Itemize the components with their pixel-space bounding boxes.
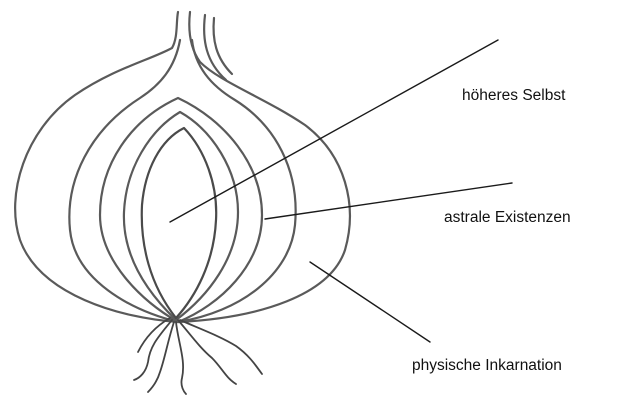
leader-line-physical-incarnation	[310, 262, 430, 342]
label-higher-self: höheres Selbst	[462, 87, 566, 104]
leader-line-higher-self	[170, 40, 498, 222]
onion-layer-2	[69, 40, 295, 322]
onion-core	[142, 128, 216, 318]
label-physical-incarnation: physische Inkarnation	[412, 357, 562, 374]
label-astral-existences: astrale Existenzen	[444, 209, 571, 226]
onion-outer-layer	[15, 12, 350, 322]
onion-roots	[134, 318, 262, 394]
